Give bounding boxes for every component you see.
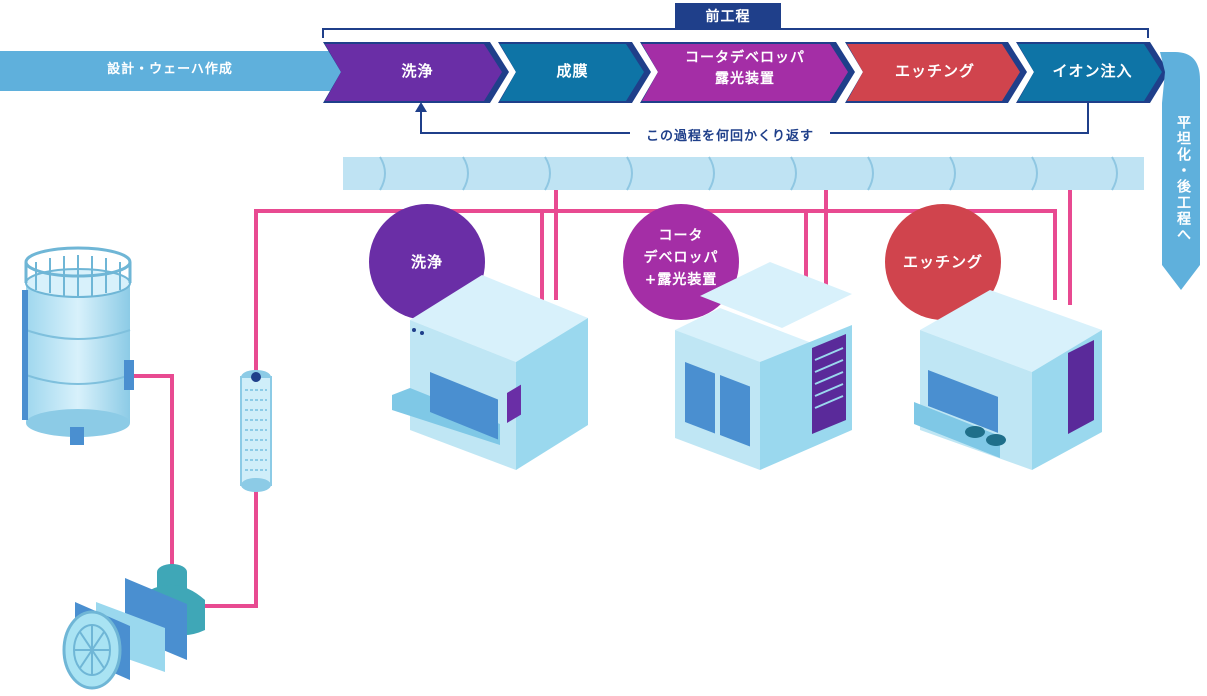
wash-equipment-label: 洗浄 — [410, 253, 443, 271]
coater-developer-icon — [675, 262, 852, 470]
wash-circle — [369, 204, 485, 320]
duct-icon — [343, 156, 1144, 191]
front-end-label: 前工程 — [705, 9, 751, 25]
end-step-label: 平坦化・後工程へ — [1175, 115, 1191, 243]
etch-circle — [885, 204, 1001, 320]
pump-icon — [62, 564, 205, 690]
start-arrow — [0, 51, 344, 91]
filter-icon — [240, 370, 272, 492]
litho-equipment-label-line2: デベロッパ — [643, 250, 719, 266]
step-wash-label: 洗浄 — [401, 62, 434, 80]
repeat-loop — [415, 102, 1089, 142]
step-ion-label: イオン注入 — [1052, 62, 1133, 80]
front-end-bracket — [322, 3, 1149, 38]
repeat-label: この過程を何回かくり返す — [645, 129, 814, 144]
process-chevrons — [323, 42, 1169, 103]
wash-station-icon — [392, 275, 588, 470]
step-litho-label-line1: コータデベロッパ — [685, 50, 805, 66]
step-litho-label-line2: 露光装置 — [715, 71, 775, 87]
litho-circle — [623, 204, 739, 320]
water-tank-icon — [22, 246, 134, 445]
step-film-label: 成膜 — [556, 62, 589, 80]
end-arrow — [1160, 52, 1200, 290]
etching-machine-icon — [914, 290, 1102, 470]
litho-equipment-label-line3: +露光装置 — [644, 272, 718, 288]
litho-equipment-label-line1: コータ — [658, 228, 704, 244]
step-etch-label: エッチング — [894, 62, 975, 80]
step-design-wafer-label: 設計・ウェーハ作成 — [107, 62, 233, 77]
etch-equipment-label: エッチング — [902, 253, 983, 271]
